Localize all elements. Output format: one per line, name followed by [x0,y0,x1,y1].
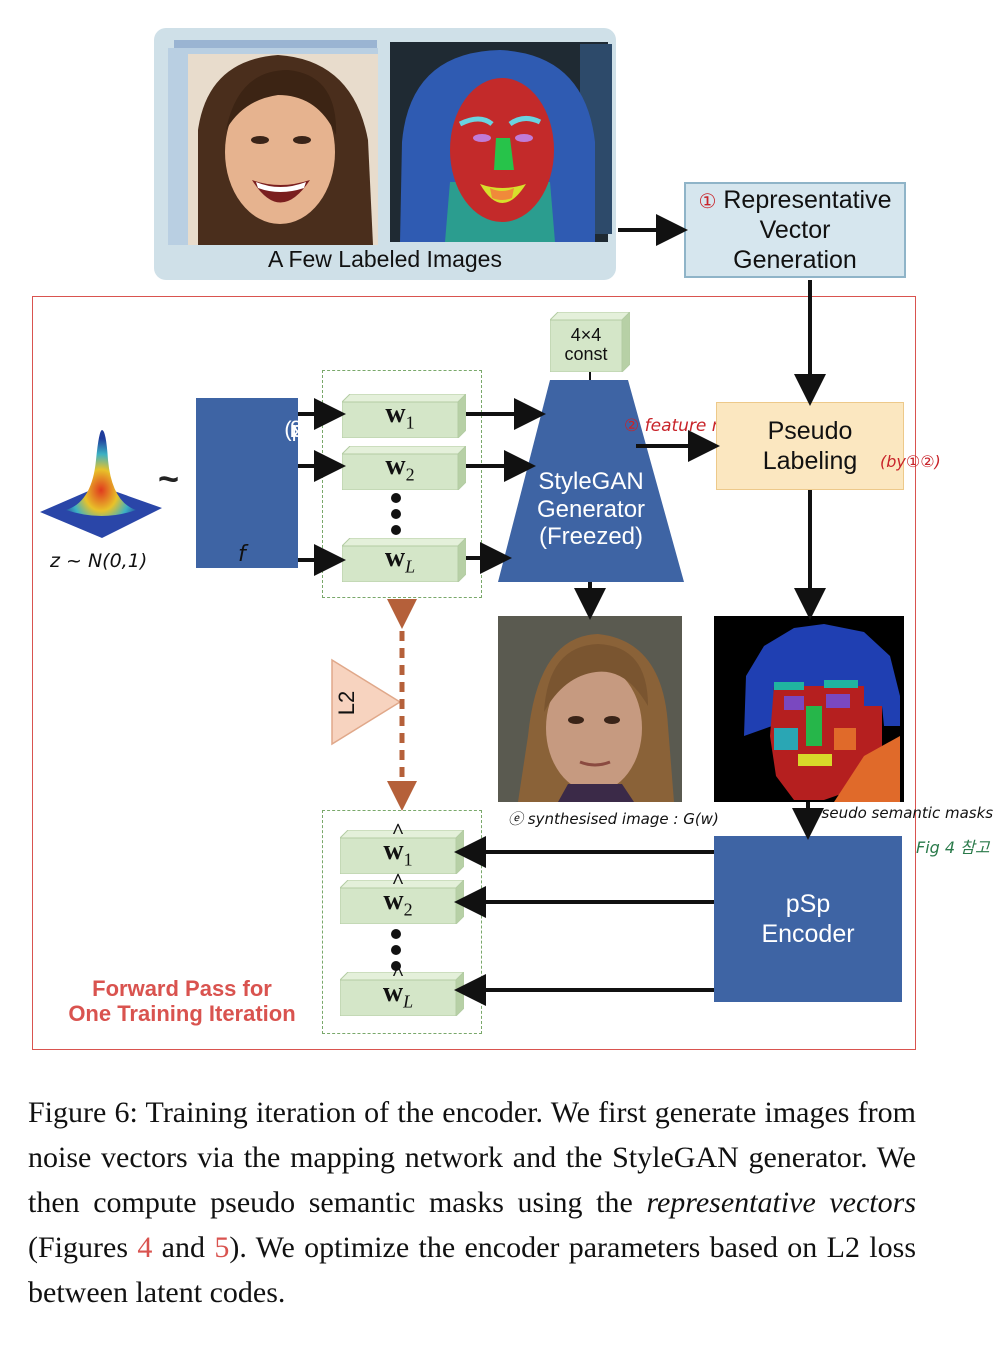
const-input-block [550,312,630,372]
w-ellipsis-dots [391,493,401,535]
pseudo-semantic-mask-image [714,616,904,802]
step-marker-1: ① [698,189,717,213]
w1-vector-block [342,394,466,438]
pseudo-line-2: Labeling [762,447,858,475]
figure-reference-note: Fig 4 참고 [916,838,990,857]
stylegan-generator-label: StyleGAN Generator (Freezed) [536,468,646,551]
stylegan-generator-shape [498,380,684,582]
rvg-line-2: Vector [759,216,831,244]
psp-line-1: pSp [785,890,831,918]
rvg-line-1: Representative [723,186,892,214]
figure-5-link[interactable]: 5 [214,1231,230,1264]
labeled-face-photo [168,40,378,245]
const-label: 4×4 const [564,325,608,364]
l2-loss-triangle [331,658,402,746]
l2-loss-label: L2 [334,690,359,716]
pseudo-labeling-box: Pseudo Labeling [716,402,904,490]
w2-label: w2 [385,450,415,485]
figure-caption: Figure 6: Training iteration of the enco… [28,1096,916,1309]
w-hatL-label: ^ wL [382,960,414,1012]
training-iteration-frame [32,296,916,1050]
labeled-segmentation-mask [390,42,612,242]
w1-label: w1 [385,398,415,433]
pseudo-line-1: Pseudo [767,417,853,445]
rvg-line-3: Generation [733,246,857,274]
w2-vector-block [342,446,466,490]
mapping-network-label: Mapping Network (Freezed) [196,398,379,568]
w-vectors-frame [322,370,482,598]
psp-line-2: Encoder [761,920,855,948]
w-hat-ellipsis-dots [391,929,401,971]
gaussian-noise-plot [40,430,162,538]
wL-label: wL [384,542,416,577]
labeled-images-caption: A Few Labeled Images [268,246,502,272]
representative-vector-generation-box: ① Representative Vector Generation [684,182,906,278]
w-hat1-label: ^ w1 [383,818,413,870]
tilde-symbol: ~ [158,458,180,499]
synthesized-image-note: ⓔ synthesised image : G(w) [508,810,719,828]
pseudo-mask-note: pseudo semantic masks [812,804,994,822]
mapping-network-box [196,398,298,568]
forward-pass-label: Forward Pass for One Training Iteration [68,976,296,1027]
psp-encoder-box: pSp Encoder [714,836,902,1002]
w-hat2-label: ^ w2 [383,868,413,920]
noise-distribution-note: z ~ N(0,1) [50,550,148,572]
mapping-f-note: f [238,542,246,567]
pseudo-labeling-note: (by①②) [880,452,941,471]
synthesized-face-image [498,616,682,802]
figure-4-link[interactable]: 4 [137,1231,153,1264]
wL-vector-block [342,538,466,582]
